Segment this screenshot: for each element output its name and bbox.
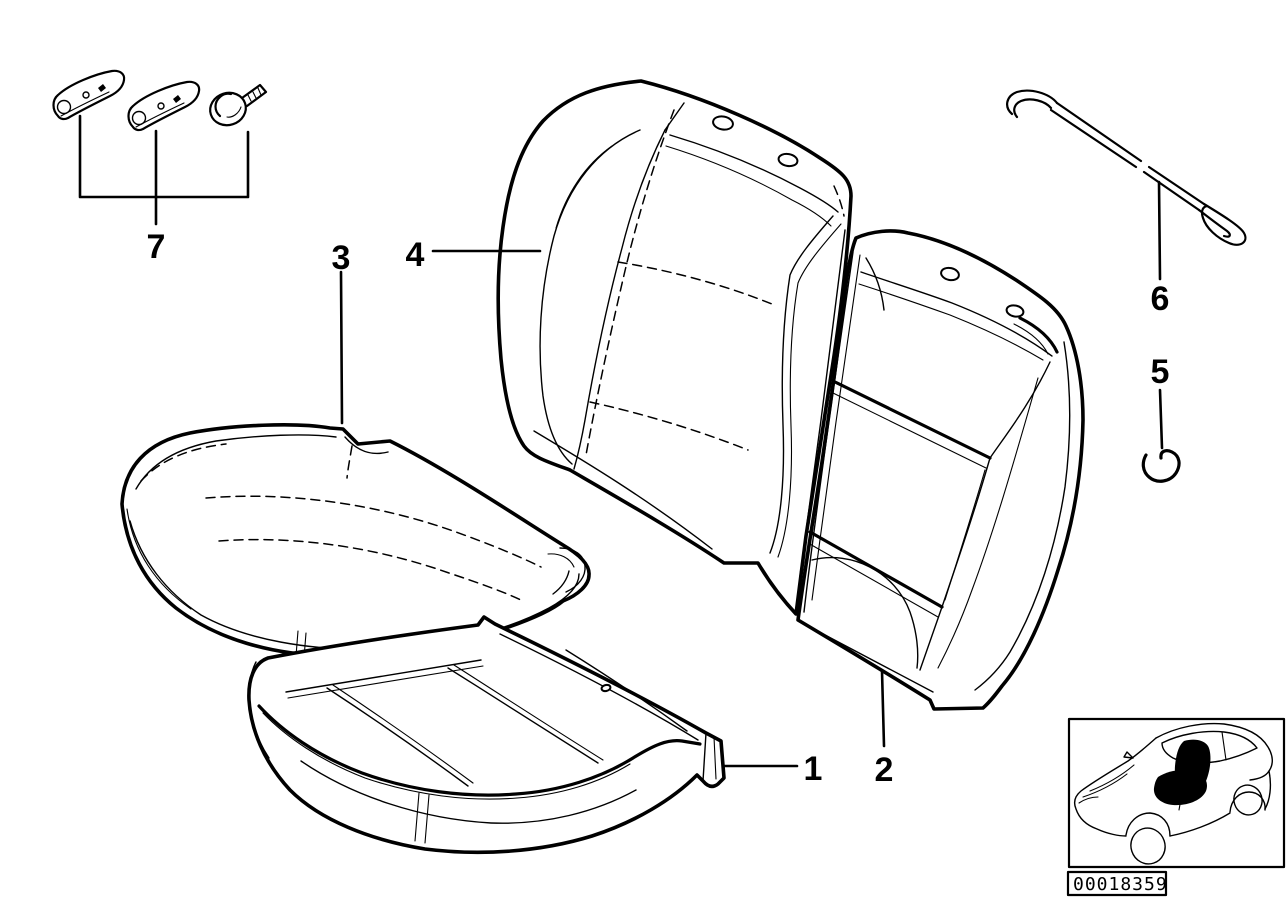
callout-line-5 — [1158, 388, 1164, 450]
bracket-plate-left — [52, 69, 126, 121]
inset-frame — [1067, 717, 1286, 869]
callout-line-7 — [78, 114, 250, 226]
callout-label-2[interactable]: 2 — [875, 751, 894, 789]
callout-label-6[interactable]: 6 — [1151, 280, 1170, 318]
callout-lines — [78, 114, 1164, 768]
car-outline — [1073, 722, 1273, 865]
callout-labels: 1 2 3 4 5 6 7 — [147, 228, 1170, 789]
bracket-plate-right — [127, 80, 201, 132]
car-location-inset: 00018359 — [1066, 717, 1286, 897]
callout-label-7[interactable]: 7 — [147, 228, 166, 266]
callout-line-6 — [1157, 180, 1162, 281]
backrest-pad-outline — [796, 229, 1085, 711]
seat-cushion-cover-part-3 — [120, 423, 591, 659]
screw — [209, 83, 268, 127]
backrest-cover-outline — [496, 79, 853, 616]
mounting-brackets-and-screw-part-7 — [52, 69, 268, 132]
tension-wire-part-6 — [1006, 89, 1247, 246]
image-code-box — [1066, 870, 1168, 897]
image-code: 00018359 — [1073, 874, 1168, 895]
seat-base-outline — [247, 615, 726, 855]
callout-label-5[interactable]: 5 — [1151, 353, 1170, 391]
callout-line-2 — [880, 669, 886, 748]
seat-base-pad-part-1 — [247, 615, 726, 855]
retaining-clip-part-5 — [1141, 449, 1181, 483]
callout-label-4[interactable]: 4 — [406, 236, 425, 274]
callout-line-3 — [339, 270, 344, 425]
callout-label-1[interactable]: 1 — [804, 750, 823, 788]
callout-label-3[interactable]: 3 — [332, 239, 351, 277]
backrest-cover-part-4 — [496, 79, 853, 616]
seat-cushion-outline — [120, 423, 591, 658]
